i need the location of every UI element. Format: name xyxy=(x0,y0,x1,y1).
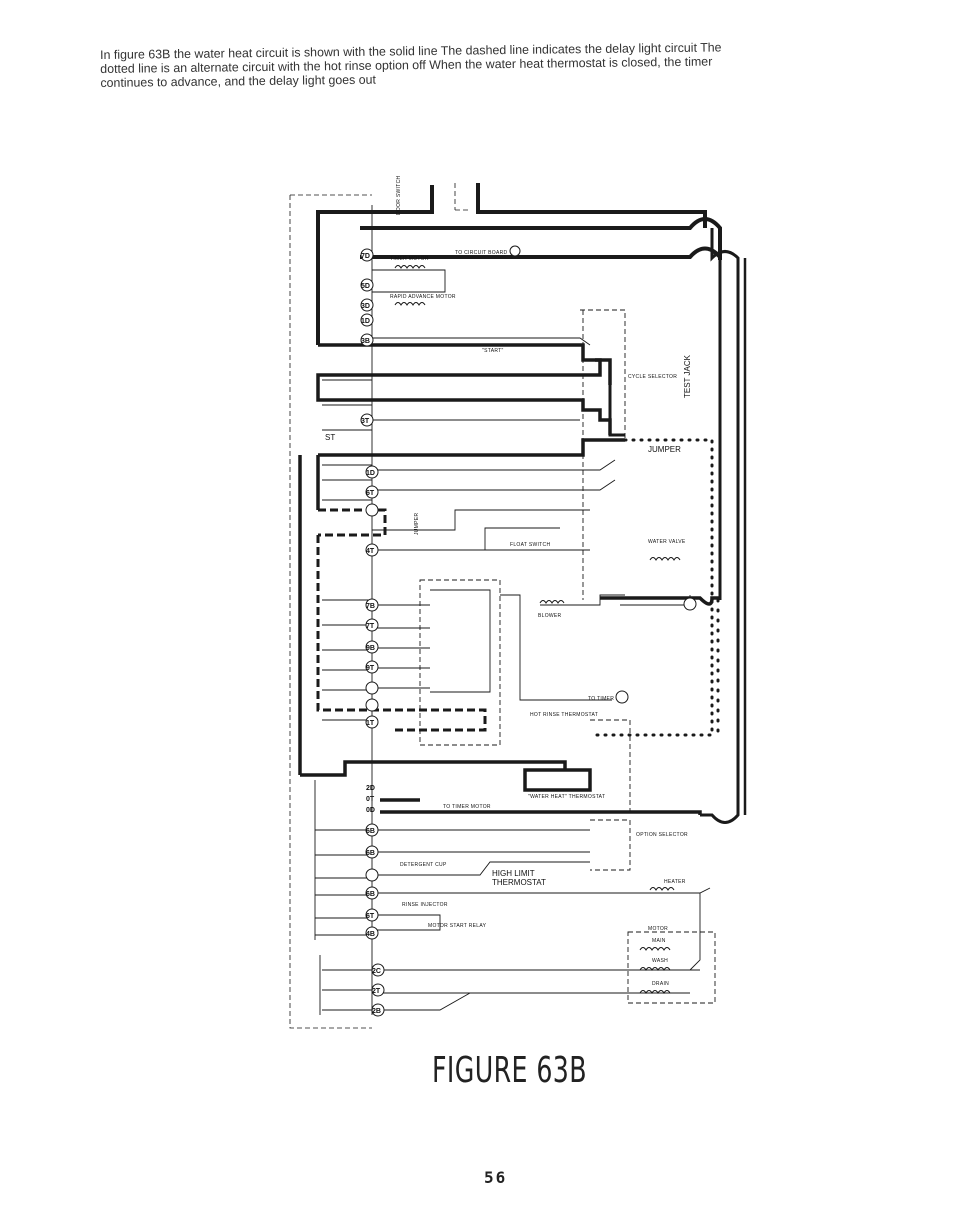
test-jack-label: TEST JACK xyxy=(683,354,692,398)
float-switch-label: FLOAT SWITCH xyxy=(510,542,550,548)
st-label: ST xyxy=(325,433,335,442)
circuit-board-label: TO CIRCUIT BOARD xyxy=(455,250,507,256)
terminal-label: 2D xyxy=(366,785,375,792)
terminal-label: 2B xyxy=(372,1008,381,1015)
terminal-label: 3B xyxy=(361,338,370,345)
high-limit-label: HIGH LIMIT xyxy=(492,869,535,878)
terminal-label: 6B xyxy=(366,850,375,857)
blower-label: BLOWER xyxy=(538,613,562,619)
start-label: "START" xyxy=(482,348,504,354)
terminal-label: 3T xyxy=(361,418,370,425)
terminal-label: 5D xyxy=(361,283,370,290)
terminal-label: 7T xyxy=(366,623,375,630)
water-heat-thermostat-label: "WATER HEAT" THERMOSTAT xyxy=(528,794,605,800)
terminal-label: 2T xyxy=(372,988,381,995)
terminal-label: 1T xyxy=(366,720,375,727)
door-switch-label: DOOR SWITCH xyxy=(396,176,402,215)
wash-winding-label: WASH xyxy=(652,958,668,964)
terminal-label: 6T xyxy=(366,490,375,497)
terminal-label: 7D xyxy=(361,253,370,260)
terminal-label: 1D xyxy=(366,470,375,477)
hot-rinse-thermostat-label: HOT RINSE THERMOSTAT xyxy=(530,712,598,718)
timer-motor-label: TIMER MOTOR xyxy=(390,256,429,262)
motor-label: MOTOR xyxy=(648,926,668,932)
terminal-label: 0D xyxy=(366,807,375,814)
motor-start-relay-label: MOTOR START RELAY xyxy=(428,923,487,929)
drain-winding-label: DRAIN xyxy=(652,981,669,987)
cycle-selector-label: CYCLE SELECTOR xyxy=(628,374,677,380)
to-timer-label: TO TIMER xyxy=(588,696,614,702)
page-number: 56 xyxy=(484,1168,508,1187)
main-winding-label: MAIN xyxy=(652,938,666,944)
terminal-label: 4B xyxy=(366,931,375,938)
terminal-label: 6T xyxy=(366,913,375,920)
terminal-label: 1D xyxy=(361,318,370,325)
terminal-label: 7B xyxy=(366,603,375,610)
detergent-cup-label: DETERGENT CUP xyxy=(400,862,447,868)
terminal-label: 9B xyxy=(366,645,375,652)
jumpers-label: JUMPER xyxy=(648,445,681,454)
rinse-injector-label: RINSE INJECTOR xyxy=(402,902,448,908)
terminal-label: 6B xyxy=(366,828,375,835)
figure-caption: FIGURE 63B xyxy=(432,1050,587,1091)
side-jumper-label: JUMPER xyxy=(414,513,420,535)
rapid-advance-motor-label: RAPID ADVANCE MOTOR xyxy=(390,294,456,300)
terminal-label: 3D xyxy=(361,303,370,310)
terminal-label: 6B xyxy=(366,891,375,898)
option-selector-label: OPTION SELECTOR xyxy=(636,832,688,838)
terminal-label: 0T xyxy=(366,796,375,803)
water-valve-label: WATER VALVE xyxy=(648,539,686,545)
terminal-label: 4T xyxy=(366,548,375,555)
terminal-label: 9T xyxy=(366,665,375,672)
terminal-label: 2C xyxy=(372,968,381,975)
heater-label: HEATER xyxy=(664,879,686,885)
to-timer-motor-label: TO TIMER MOTOR xyxy=(443,804,491,810)
thermostat-label: THERMOSTAT xyxy=(492,878,546,887)
